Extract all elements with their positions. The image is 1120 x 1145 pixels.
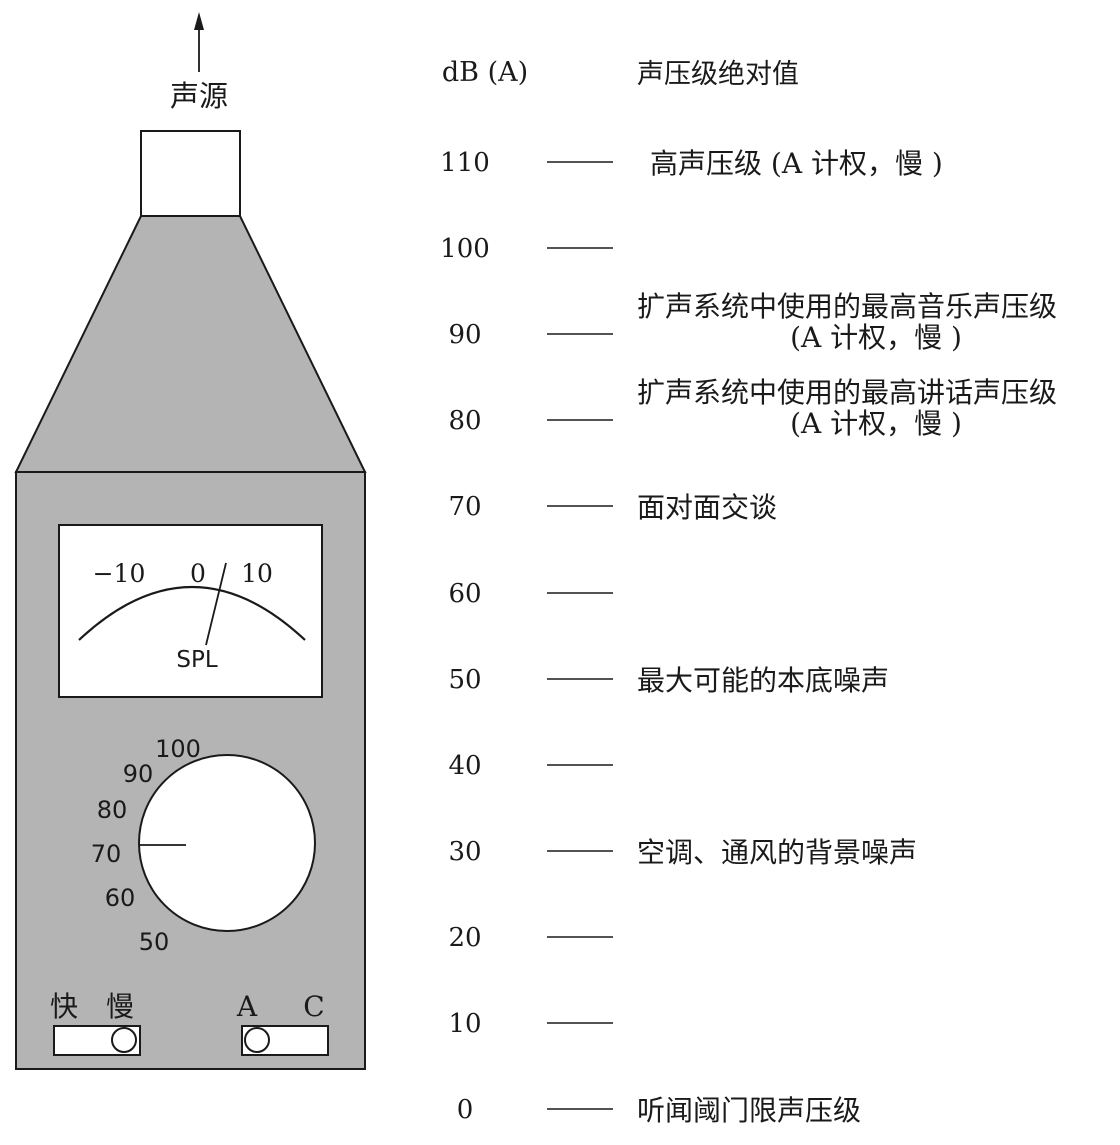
scale-description: 最大可能的本底噪声 [637, 664, 889, 697]
range-dial-value: 90 [123, 760, 154, 788]
scale-description: 空调、通风的背景噪声 [637, 836, 917, 869]
range-dial-value: 80 [97, 796, 128, 824]
weighting-switch[interactable]: A C [236, 990, 329, 1056]
meter-neck [14, 215, 367, 473]
scale-value: 50 [448, 665, 481, 695]
range-dial[interactable]: 100 90 80 70 60 50 [91, 735, 316, 956]
switch-label-slow: 慢 [106, 990, 134, 1023]
sound-level-meter: −10 0 10 SPL 100 90 80 70 60 50 快 慢 A C [14, 130, 367, 1070]
analog-meter: −10 0 10 SPL [58, 524, 323, 698]
scale-value: 20 [448, 923, 481, 953]
sound-source-arrow [194, 12, 204, 72]
source-label: 声源 [170, 79, 228, 113]
scale-description: (A 计权，慢 ) [790, 321, 962, 354]
meter-scale-label: 0 [190, 559, 206, 588]
scale-description: 高声压级 (A 计权，慢 ) [650, 147, 943, 180]
scale-value: 0 [457, 1095, 474, 1125]
scale-value: 60 [448, 579, 481, 609]
switch-label-c: C [303, 990, 324, 1023]
weighting-switch-knob[interactable] [244, 1027, 270, 1053]
scale-value: 40 [448, 751, 481, 781]
range-dial-value: 60 [105, 884, 136, 912]
range-knob[interactable] [138, 754, 316, 932]
scale-value: 10 [448, 1009, 481, 1039]
meter-window [58, 524, 323, 698]
range-dial-value: 50 [139, 928, 170, 956]
meter-scale-arc [78, 586, 306, 641]
description-header: 声压级绝对值 [637, 59, 799, 90]
range-dial-value: 70 [91, 840, 122, 868]
scale-description: 扩声系统中使用的最高讲话声压级 [637, 376, 1057, 409]
meter-scale-label: 10 [241, 559, 273, 588]
scale-value: 70 [448, 492, 481, 522]
scale-value: 100 [440, 234, 490, 264]
switch-label-a: A [236, 990, 258, 1023]
scale-description: 听闻阈门限声压级 [637, 1094, 861, 1127]
scale-header: dB (A) [442, 57, 528, 88]
scale-value: 80 [448, 406, 481, 436]
speed-switch-knob[interactable] [111, 1027, 137, 1053]
scale-description: 扩声系统中使用的最高音乐声压级 [637, 290, 1057, 323]
scale-description: (A 计权，慢 ) [790, 407, 962, 440]
meter-scale-label: −10 [93, 559, 146, 588]
scale-value: 90 [448, 320, 481, 350]
response-speed-switch[interactable]: 快 慢 [50, 990, 141, 1056]
range-dial-value: 100 [155, 735, 201, 763]
scale-value: 110 [440, 148, 490, 178]
microphone [140, 130, 241, 217]
scale-description: 面对面交谈 [637, 491, 777, 524]
scale-value: 30 [448, 837, 481, 867]
switch-label-fast: 快 [50, 990, 78, 1023]
meter-needle [205, 562, 227, 646]
spl-label: SPL [176, 647, 217, 673]
